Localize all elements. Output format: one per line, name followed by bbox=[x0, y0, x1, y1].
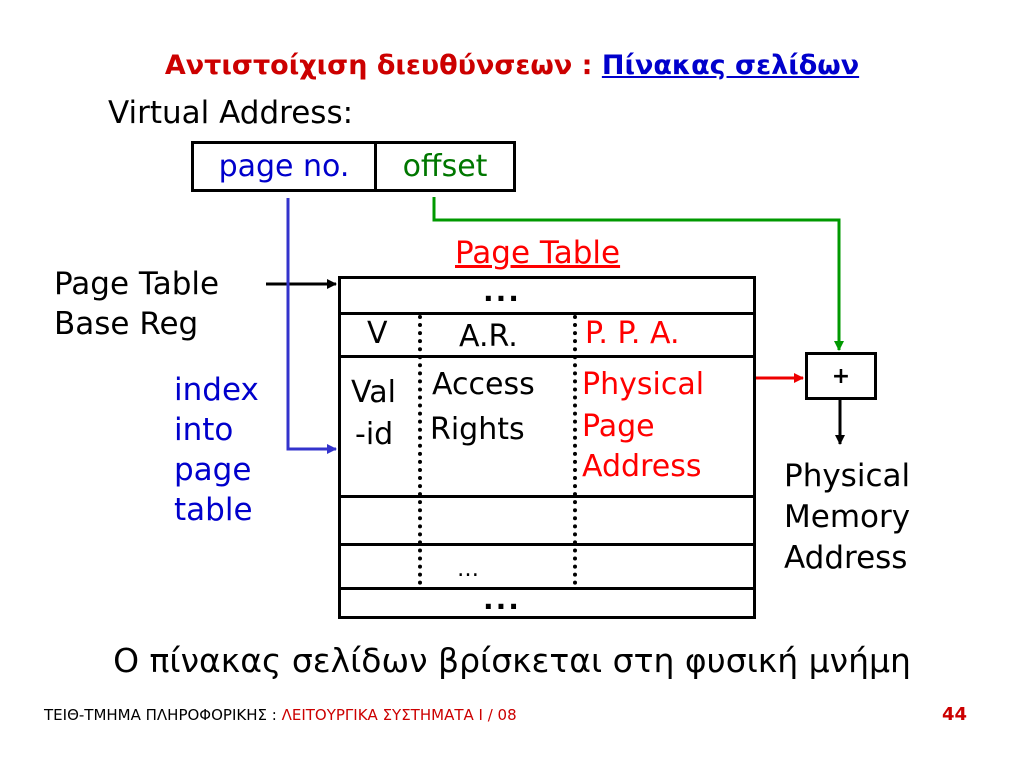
row-divider bbox=[341, 543, 753, 546]
header-v: V bbox=[367, 316, 388, 351]
page-table: ... V A.R. P. P. A. Val -id Access Right… bbox=[338, 275, 756, 619]
header-ar: A.R. bbox=[459, 319, 518, 354]
title-prefix: Αντιστοίχιση διευθύνσεων bbox=[164, 50, 573, 81]
row-divider bbox=[341, 587, 753, 590]
valid-line-2: -id bbox=[355, 417, 394, 452]
row-divider bbox=[341, 495, 753, 498]
access-line-1: Access bbox=[432, 367, 535, 402]
physical-memory-address: Physical Memory Address bbox=[784, 456, 910, 579]
index-label: index into page table bbox=[174, 370, 259, 530]
title-link[interactable]: Πίνακας σελίδων bbox=[601, 50, 860, 81]
top-ellipsis: ... bbox=[483, 275, 521, 308]
offset-field: offset bbox=[402, 149, 488, 184]
row-divider bbox=[341, 355, 753, 358]
ppa-line-2: Page bbox=[582, 409, 655, 444]
base-reg-line-2: Base Reg bbox=[54, 306, 199, 342]
valid-line-1: Val bbox=[351, 375, 396, 410]
title-separator: : bbox=[572, 50, 602, 81]
adder-box: + bbox=[805, 352, 877, 400]
footer: ΤΕΙΘ-ΤΜΗΜΑ ΠΛΗΡΟΦΟΡΙΚΗΣ : ΛΕΙΤΟΥΡΓΙΚΑ ΣΥ… bbox=[44, 706, 517, 724]
base-reg-label: Page Table Base Reg bbox=[54, 264, 219, 344]
ppa-line-1: Physical bbox=[582, 367, 705, 402]
page-number: 44 bbox=[942, 704, 968, 725]
page-no-field: page no. bbox=[194, 144, 377, 189]
index-line-2: into bbox=[174, 412, 234, 448]
offset-arrow bbox=[432, 197, 844, 351]
footer-course: ΛΕΙΤΟΥΡΓΙΚΑ ΣΥΣΤΗΜΑΤΑ Ι / 08 bbox=[281, 706, 517, 724]
base-reg-line-1: Page Table bbox=[54, 266, 220, 302]
index-line-4: table bbox=[174, 492, 253, 528]
row-divider bbox=[341, 312, 753, 315]
column-divider-dotted bbox=[573, 315, 577, 585]
virtual-address-label: Virtual Address: bbox=[108, 95, 354, 131]
phys-line-2: Memory bbox=[784, 499, 911, 535]
bottom-ellipsis: ... bbox=[483, 583, 521, 616]
header-ppa: P. P. A. bbox=[585, 316, 680, 351]
access-line-2: Rights bbox=[430, 412, 525, 447]
footer-dept: ΤΕΙΘ-ΤΜΗΜΑ ΠΛΗΡΟΦΟΡΙΚΗΣ : bbox=[44, 706, 282, 724]
virtual-address-box: page no. offset bbox=[191, 141, 516, 192]
slide-title: Αντιστοίχιση διευθύνσεων : Πίνακας σελίδ… bbox=[0, 50, 1024, 81]
index-arrow bbox=[286, 198, 337, 454]
phys-line-3: Address bbox=[784, 540, 908, 576]
phys-line-1: Physical bbox=[784, 458, 911, 494]
caption: Ο πίνακας σελίδων βρίσκεται στη φυσική μ… bbox=[113, 641, 911, 680]
index-line-1: index bbox=[174, 372, 259, 408]
column-divider-dotted bbox=[418, 315, 422, 585]
page-table-title: Page Table bbox=[455, 235, 621, 271]
ppa-line-3: Address bbox=[582, 449, 702, 484]
index-line-3: page bbox=[174, 452, 252, 488]
middle-ellipsis: … bbox=[457, 557, 479, 582]
